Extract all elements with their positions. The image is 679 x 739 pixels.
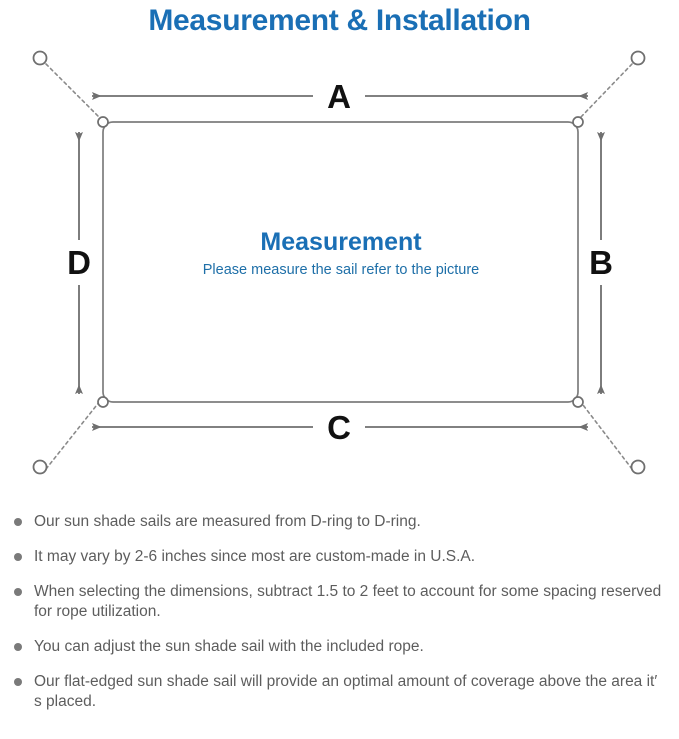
list-item-text: You can adjust the sun shade sail with t… xyxy=(34,638,424,655)
d-ring-bottom-left xyxy=(97,396,109,408)
rope-line-bottom-left xyxy=(45,400,101,470)
list-item: You can adjust the sun shade sail with t… xyxy=(12,637,665,657)
bullet-icon xyxy=(14,588,22,596)
sail-measurement-diagram: A C D B Measurement Please measure the s… xyxy=(32,50,646,475)
list-item-text: When selecting the dimensions, subtract … xyxy=(34,583,662,620)
d-ring-top-left xyxy=(97,116,109,128)
rope-line-bottom-right xyxy=(579,400,633,470)
list-item: Our flat-edged sun shade sail will provi… xyxy=(12,672,665,712)
dimension-label-c: C xyxy=(327,409,351,446)
anchor-rings-group xyxy=(32,50,646,475)
list-item: It may vary by 2-6 inches since most are… xyxy=(12,547,665,567)
d-rings-group xyxy=(97,116,584,408)
bullet-icon xyxy=(14,518,22,526)
rope-line-top-right xyxy=(579,63,633,119)
sail-outline xyxy=(102,121,579,403)
bullet-icon xyxy=(14,553,22,561)
notes-list: Our sun shade sails are measured from D-… xyxy=(0,512,679,712)
dimension-label-b: B xyxy=(589,244,613,281)
bullet-icon xyxy=(14,643,22,651)
list-item: When selecting the dimensions, subtract … xyxy=(12,582,665,622)
page-title: Measurement & Installation xyxy=(148,4,531,37)
anchor-ring-bottom-right xyxy=(630,459,646,475)
bullet-icon xyxy=(14,678,22,686)
dimension-label-d: D xyxy=(67,244,91,281)
list-item: Our sun shade sails are measured from D-… xyxy=(12,512,665,532)
list-item-text: Our flat-edged sun shade sail will provi… xyxy=(34,673,658,710)
d-ring-bottom-right xyxy=(572,396,584,408)
anchor-ring-top-right xyxy=(630,50,646,66)
rope-lines-group xyxy=(45,63,633,470)
list-item-text: It may vary by 2-6 inches since most are… xyxy=(34,548,476,565)
diagram-container: A C D B Measurement Please measure the s… xyxy=(0,42,679,512)
dimension-label-a: A xyxy=(327,78,351,115)
d-ring-top-right xyxy=(572,116,584,128)
rope-line-top-left xyxy=(45,63,101,119)
diagram-center-heading: Measurement xyxy=(260,228,422,256)
diagram-center-subtitle: Please measure the sail refer to the pic… xyxy=(203,262,479,278)
anchor-ring-bottom-left xyxy=(32,459,48,475)
list-item-text: Our sun shade sails are measured from D-… xyxy=(34,513,421,530)
anchor-ring-top-left xyxy=(32,50,48,66)
